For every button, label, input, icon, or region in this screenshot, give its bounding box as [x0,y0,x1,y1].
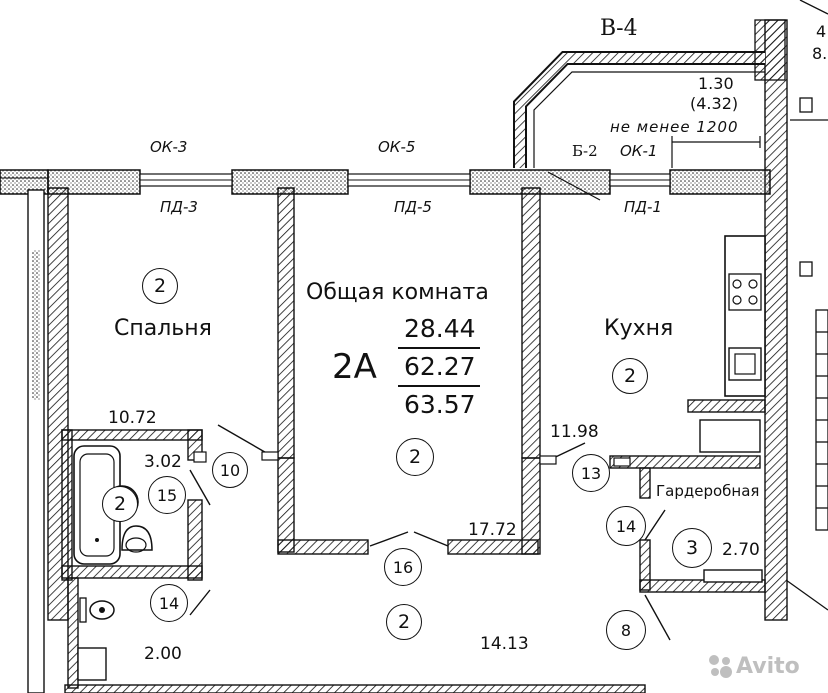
apartment-code: 2А [332,347,377,387]
balcony-area: 1.30 [698,74,734,93]
living-area: 28.44 [404,314,476,343]
balcony-note: не менее 1200 [610,118,739,136]
small-fixture [77,647,107,681]
room-name-wardrobe: Гардеробная [656,482,760,500]
room-name-bedroom: Спальня [114,316,212,341]
right-outer-details [785,0,828,611]
area-hall: 14.13 [480,634,529,654]
door-swings [189,424,671,641]
kitchen-cabinet [699,419,761,453]
left-wall-insulation [32,250,40,400]
dimension-line [547,136,761,201]
total-area-with-balcony: 63.57 [404,390,476,419]
area-bedroom: 10.72 [108,408,157,428]
interior-walls [47,19,788,693]
window-code-ok5: ОК-5 [378,138,416,156]
partial-edge-text-1: 4 [816,22,827,41]
section-label: В-4 [600,16,638,41]
area-wc: 2.00 [144,644,182,664]
toilet [79,597,115,623]
watermark-icon [706,652,734,680]
watermark-text: Avito [736,654,800,679]
room-name-kitchen: Кухня [604,316,674,341]
zone-marker-wardrobe: 3 [672,528,712,568]
zone-marker-bathroom: 2 [102,486,138,522]
area-living: 17.72 [468,520,517,540]
area-wardrobe: 2.70 [722,540,760,560]
total-area: 62.27 [404,352,476,381]
sink [121,525,153,553]
marker-15: 15 [148,476,186,514]
zone-marker-bedroom: 2 [142,268,178,304]
door-hinge-marks [193,451,631,467]
marker-10: 10 [212,452,248,488]
wardrobe-shelf [703,569,763,583]
zone-marker-hall: 2 [386,604,422,640]
marker-14-wc: 14 [150,584,188,622]
kitchen-sink [728,347,762,381]
partial-edge-text-2: 8. [812,44,828,63]
marker-16: 16 [384,548,422,586]
balcony-label: Б-2 [572,142,598,160]
sill-code-pd1: ПД-1 [624,198,662,216]
marker-14-wardrobe: 14 [606,506,646,546]
balcony-area-full: (4.32) [690,94,739,113]
window-code-ok1: ОК-1 [620,142,658,160]
sill-code-pd5: ПД-5 [394,198,432,216]
zone-marker-kitchen: 2 [612,358,648,394]
area-underlines [398,347,480,387]
window-code-ok3: ОК-3 [150,138,188,156]
sill-code-pd3: ПД-3 [160,198,198,216]
marker-13: 13 [572,454,610,492]
balcony [513,19,786,168]
area-bathroom: 3.02 [144,452,182,472]
marker-8: 8 [606,610,646,650]
stove [724,235,766,397]
room-name-living: Общая комната [306,280,489,305]
zone-marker-living: 2 [396,438,434,476]
window-openings [139,173,671,187]
area-kitchen: 11.98 [550,422,599,442]
